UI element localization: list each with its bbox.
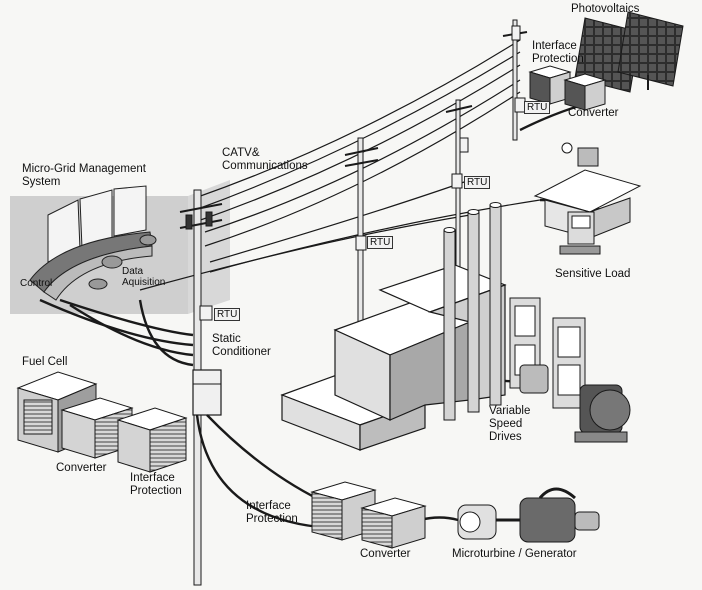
pv-interface-protection-label: Interface Protection <box>532 40 584 66</box>
rtu-right-label: RTU <box>464 176 491 189</box>
mt-interface-protection-label: Interface Protection <box>246 500 298 526</box>
data-acquisition-line1: Data <box>122 266 144 277</box>
sensitive-load-house <box>533 142 642 255</box>
vsd-line3: Drives <box>489 431 522 443</box>
mt-interface-line1: Interface <box>246 500 291 512</box>
static-conditioner-box <box>192 369 222 416</box>
variable-speed-drives <box>509 297 631 443</box>
mt-converter-label: Converter <box>360 548 411 560</box>
micro-grid-management-label: Micro-Grid Management System <box>22 163 146 189</box>
pv-interface-label-line1: Interface <box>532 40 577 52</box>
catv-communications-label: CATV& Communications <box>222 147 308 173</box>
data-acquisition-label: Data Aquisition <box>122 266 165 288</box>
static-conditioner-line1: Static <box>212 333 241 345</box>
control-label: Control <box>20 278 53 289</box>
smoke-stacks <box>443 202 502 421</box>
fc-interface-line2: Protection <box>130 485 182 497</box>
vsd-line2: Speed <box>489 418 523 430</box>
data-acquisition-line2: Aquisition <box>122 277 166 288</box>
pv-equipment <box>528 65 607 111</box>
pv-rtu-label: RTU <box>524 101 551 114</box>
fc-interface-protection-label: Interface Protection <box>130 472 182 498</box>
static-conditioner-line2: Conditioner <box>212 346 271 358</box>
mgms-label-line2: System <box>22 176 61 188</box>
rtu-left-label: RTU <box>214 308 241 321</box>
fuel-cell-label: Fuel Cell <box>22 356 68 368</box>
fc-converter-label: Converter <box>56 462 107 474</box>
variable-speed-drives-label: Variable Speed Drives <box>489 405 530 444</box>
photovoltaics-label: Photovoltaics <box>571 3 640 15</box>
vsd-line1: Variable <box>489 405 531 417</box>
management-system-panel <box>10 180 230 314</box>
mt-interface-line2: Protection <box>246 513 298 525</box>
sensitive-load-label: Sensitive Load <box>555 268 631 280</box>
microturbine-generator-label: Microturbine / Generator <box>452 548 577 560</box>
rtu-mid-label: RTU <box>367 236 394 249</box>
catv-label-line2: Communications <box>222 160 308 172</box>
microturbine-group <box>310 481 600 549</box>
fuel-cell-group <box>16 371 188 473</box>
rtu-boxes <box>199 97 526 321</box>
fc-interface-line1: Interface <box>130 472 175 484</box>
pv-converter-label: Converter <box>568 107 619 119</box>
catv-label-line1: CATV& <box>222 147 260 159</box>
pv-interface-label-line2: Protection <box>532 53 584 65</box>
photovoltaic-array <box>574 11 684 96</box>
static-conditioner-label: Static Conditioner <box>212 333 271 359</box>
mgms-label-line1: Micro-Grid Management <box>22 163 146 175</box>
